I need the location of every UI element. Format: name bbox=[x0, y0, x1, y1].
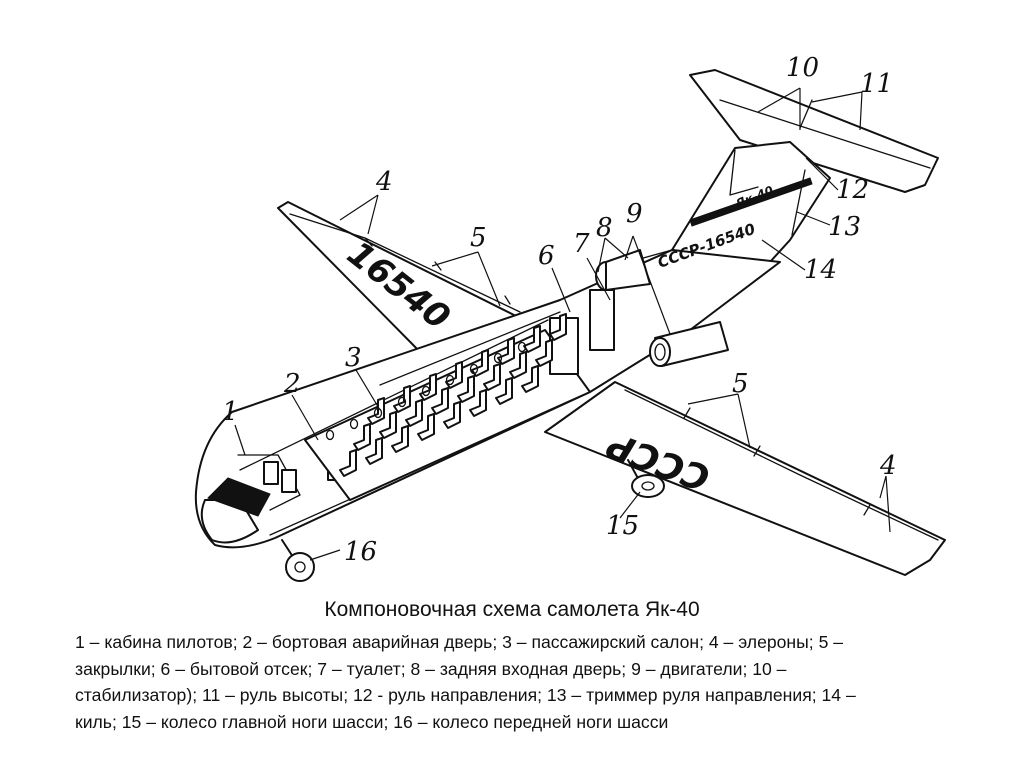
passenger-seat bbox=[443, 401, 461, 429]
callout-15: 15 bbox=[606, 511, 639, 541]
cabin-window bbox=[445, 374, 455, 386]
passenger-seat bbox=[339, 449, 357, 477]
passenger-seat bbox=[523, 325, 541, 353]
passenger-seat bbox=[431, 387, 449, 415]
caption-title: Компоновочная схема самолета Як-40 bbox=[324, 598, 700, 621]
passenger-seat bbox=[471, 349, 489, 377]
passenger-seat bbox=[549, 313, 567, 341]
passenger-seat bbox=[483, 363, 501, 391]
cabin-window bbox=[493, 352, 503, 364]
passenger-seat bbox=[365, 437, 383, 465]
caption-line: закрылки; 6 – бытовой отсек; 7 – туалет;… bbox=[75, 658, 787, 679]
engines bbox=[595, 249, 729, 367]
callout-1: 1 bbox=[222, 397, 239, 427]
passenger-seat bbox=[379, 411, 397, 439]
cabin-windows bbox=[325, 341, 527, 441]
callout-16: 16 bbox=[344, 537, 377, 567]
nose-landing-gear bbox=[281, 539, 315, 582]
caption-legend: 1 – кабина пилотов; 2 – бортовая аварийн… bbox=[75, 629, 975, 735]
passenger-seat bbox=[509, 351, 527, 379]
callout-10: 10 bbox=[786, 53, 819, 83]
passenger-seat bbox=[353, 423, 371, 451]
callout-3: 3 bbox=[345, 343, 362, 373]
callout-4-right: 4 bbox=[879, 451, 897, 481]
callout-7: 7 bbox=[573, 229, 590, 259]
caption-line: стабилизатор); 11 – руль высоты; 12 - ру… bbox=[75, 685, 856, 705]
passenger-seat bbox=[495, 377, 513, 405]
passenger-seat bbox=[417, 413, 435, 441]
passenger-seats bbox=[339, 313, 567, 477]
callout-13: 13 bbox=[828, 212, 861, 242]
cabin-window bbox=[397, 396, 407, 408]
callout-8: 8 bbox=[596, 213, 613, 243]
callout-numbers: 1 2 3 4 5 6 7 8 9 10 11 12 13 14 15 16 4… bbox=[222, 53, 897, 567]
cabin-window bbox=[517, 341, 527, 353]
passenger-seat bbox=[405, 399, 423, 427]
callout-5-left: 5 bbox=[470, 223, 487, 253]
callout-11: 11 bbox=[860, 69, 893, 99]
cabin-window bbox=[373, 407, 383, 419]
callout-14: 14 bbox=[804, 255, 837, 285]
callout-5-right: 5 bbox=[732, 369, 749, 399]
passenger-seat bbox=[445, 361, 463, 389]
passenger-seat bbox=[457, 375, 475, 403]
passenger-seat bbox=[535, 339, 553, 367]
passenger-seat bbox=[469, 389, 487, 417]
callout-2: 2 bbox=[283, 369, 301, 399]
cabin-window bbox=[325, 429, 335, 441]
callout-4-left: 4 bbox=[375, 167, 393, 197]
callout-12: 12 bbox=[836, 175, 869, 205]
caption-line: киль; 15 – колесо главной ноги шасси; 16… bbox=[75, 711, 669, 732]
cabin-window bbox=[421, 385, 431, 397]
caption-line: 1 – кабина пилотов; 2 – бортовая аварийн… bbox=[75, 632, 844, 652]
passenger-seat bbox=[521, 365, 539, 393]
callout-9: 9 bbox=[626, 199, 643, 229]
passenger-seat bbox=[393, 385, 411, 413]
horizontal-stabilizer bbox=[689, 69, 939, 193]
yak40-layout-drawing: 16540 СССР Як-40 bbox=[194, 53, 946, 582]
right-wing: СССР bbox=[544, 381, 946, 576]
main-landing-gear bbox=[627, 459, 665, 498]
cabin-window bbox=[349, 418, 359, 430]
callout-6: 6 bbox=[538, 241, 555, 271]
cabin-window bbox=[469, 363, 479, 375]
callout-leaders bbox=[234, 87, 891, 561]
passenger-seat bbox=[391, 425, 409, 453]
